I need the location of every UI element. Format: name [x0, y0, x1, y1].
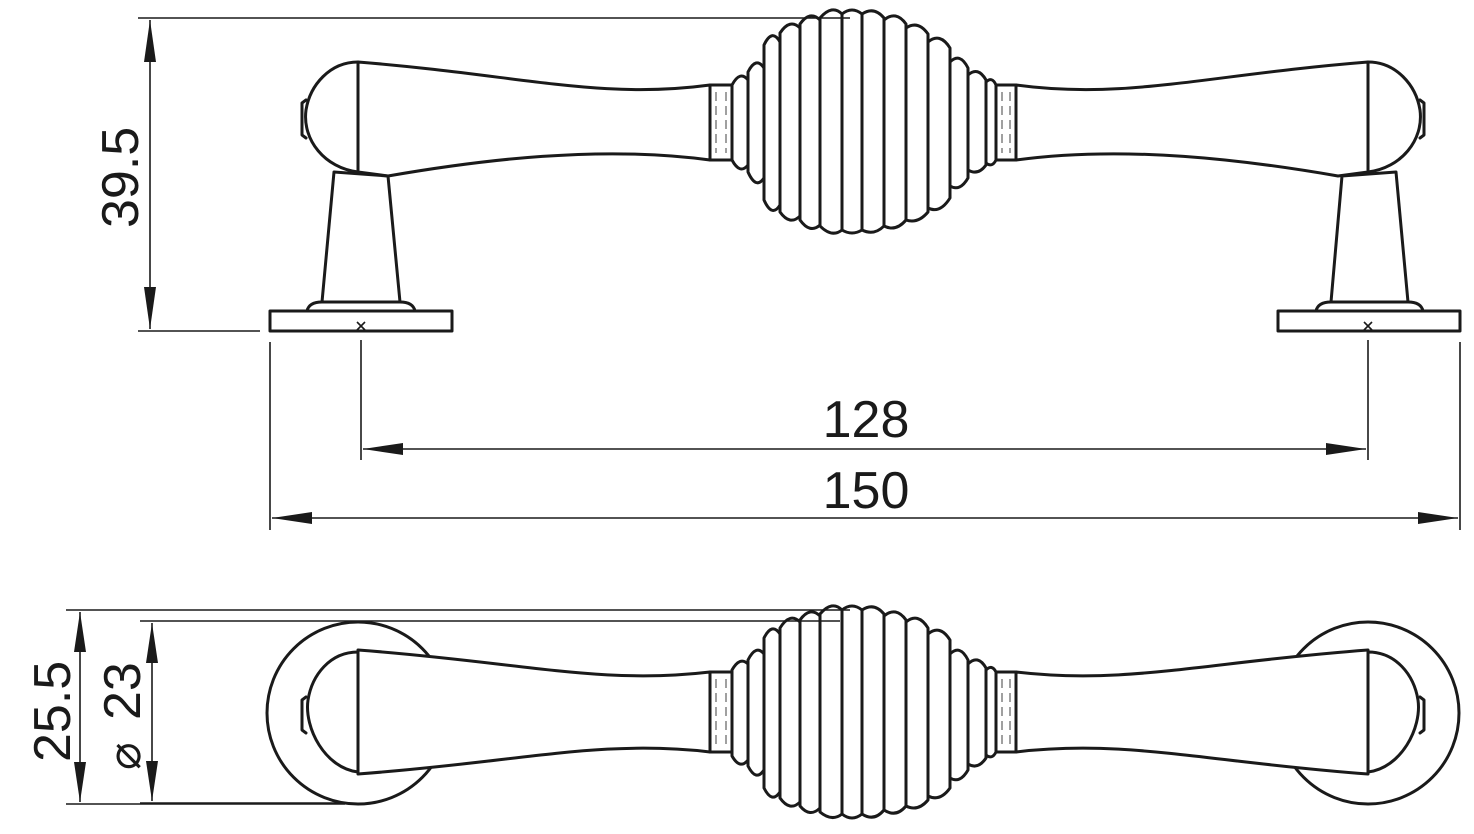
- top-view: [265, 604, 1461, 820]
- left-base-plate: [268, 309, 454, 333]
- dimension-height-side: 39.5: [92, 17, 850, 332]
- dimension-hole-spacing: 128: [360, 340, 1369, 460]
- right-end-knob: [1366, 60, 1422, 174]
- right-arm: [1014, 60, 1370, 178]
- dimension-knob-diameter: ⌀ 23: [94, 620, 840, 804]
- left-base-collar: [305, 300, 417, 313]
- left-post: [320, 170, 402, 304]
- left-arm-top: [356, 648, 712, 776]
- left-end-knob: [304, 60, 360, 174]
- left-arm: [356, 60, 712, 178]
- right-arm-top: [1014, 648, 1370, 776]
- dimension-rose-height: 25.5: [24, 609, 850, 805]
- diameter-symbol: ⌀: [97, 742, 151, 770]
- dim-rose-height-label: 25.5: [24, 661, 82, 762]
- side-view: [268, 8, 1462, 333]
- beehive-grip-top: [730, 604, 998, 820]
- right-post: [1329, 170, 1410, 304]
- dim-hole-spacing-label: 128: [823, 391, 910, 449]
- dimension-overall-length: 150: [269, 342, 1461, 530]
- dim-overall-length-label: 150: [823, 462, 910, 520]
- right-base-plate: [1276, 309, 1462, 333]
- right-base-collar: [1314, 300, 1425, 313]
- dim-knob-diameter-label: 23: [94, 662, 152, 720]
- left-collars: [708, 83, 734, 162]
- beehive-grip-side: [730, 8, 998, 235]
- dim-height-side-label: 39.5: [92, 127, 150, 228]
- right-collars: [994, 83, 1018, 162]
